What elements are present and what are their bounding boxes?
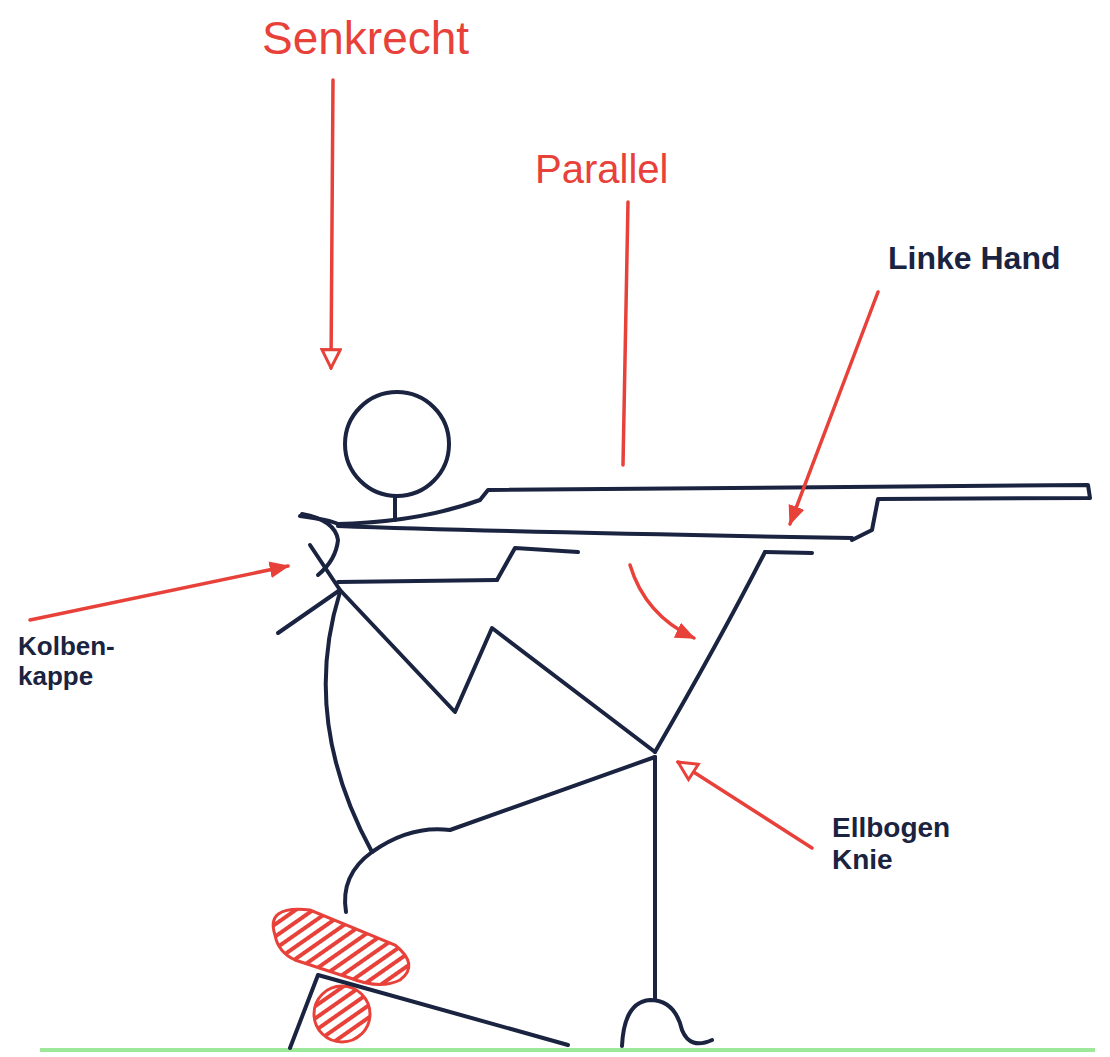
axis-label: Senkrecht (262, 12, 542, 65)
kneeling-roll (273, 909, 409, 984)
parallel-leader (623, 202, 628, 465)
ground-line (40, 1048, 1095, 1052)
callout-arrows (30, 80, 878, 848)
stick-figure (278, 392, 1090, 1048)
rotation-arrow (630, 565, 694, 638)
part-label: Ellbogen Knie (832, 812, 992, 876)
buttplate-arrow (30, 566, 288, 620)
hand-arrow (790, 292, 878, 524)
senkrecht-arrow (331, 80, 333, 368)
axis-label: Parallel (535, 146, 735, 192)
part-label: Kolben- kappe (18, 632, 148, 692)
elbow-arrow (678, 762, 812, 848)
ankle-pad (314, 986, 370, 1042)
part-label: Linke Hand (888, 240, 1103, 277)
